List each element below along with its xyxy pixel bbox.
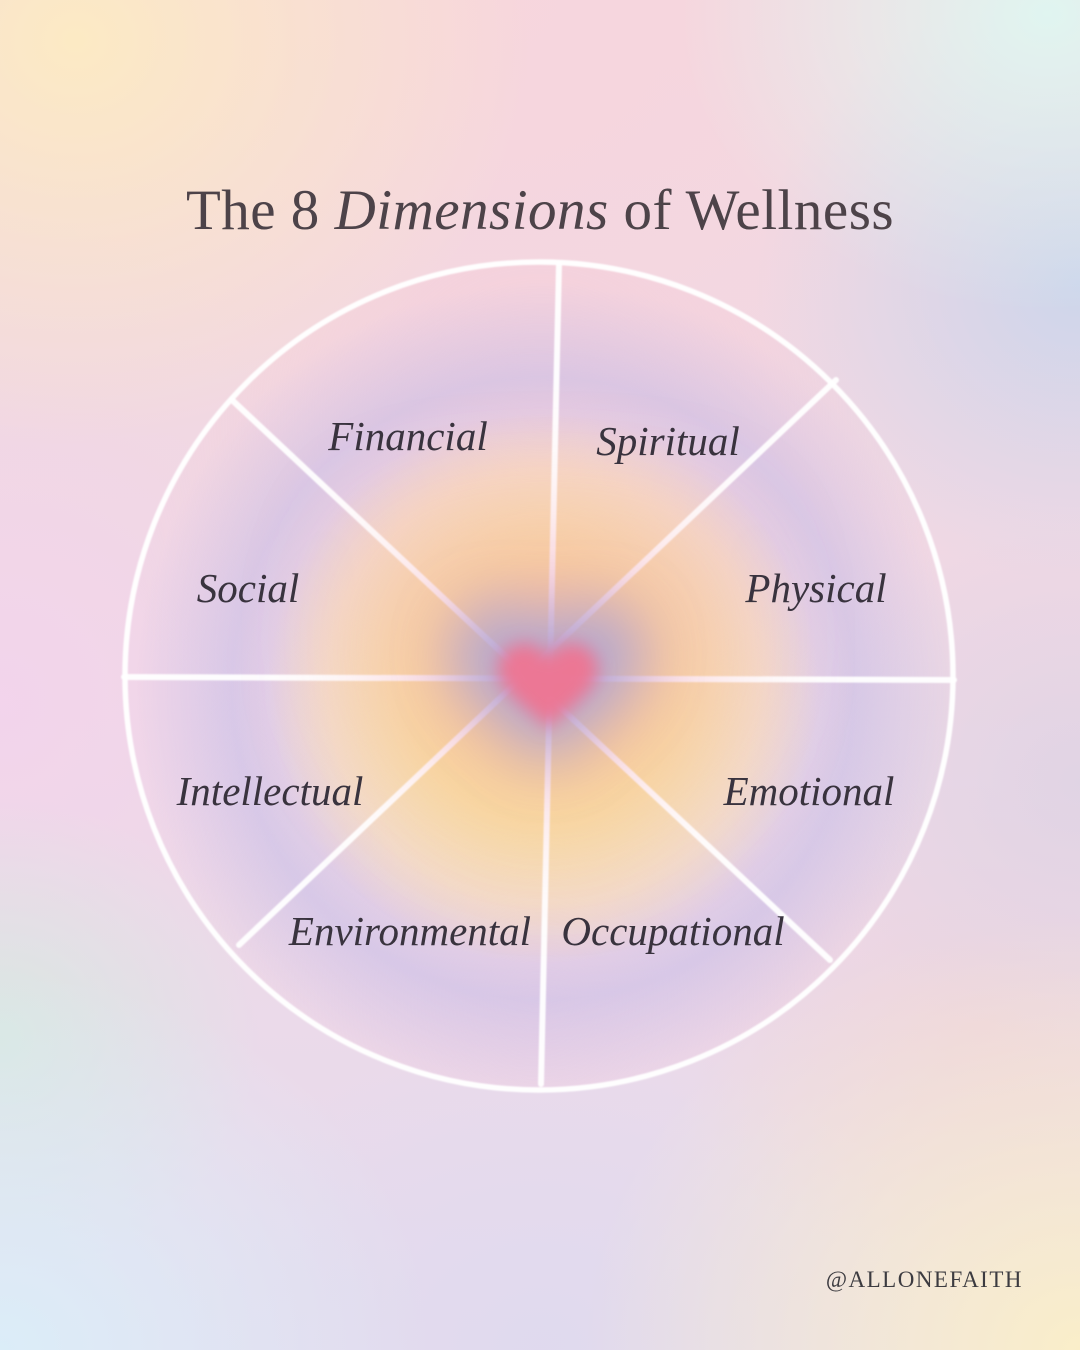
segment-label-social: Social	[196, 565, 300, 611]
watermark-handle: @ALLONEFAITH	[825, 1267, 1023, 1292]
segment-label-physical: Physical	[745, 565, 887, 611]
title-suffix: of Wellness	[623, 179, 895, 242]
segment-label-occupational: Occupational	[561, 908, 785, 954]
title-emphasis: Dimensions	[334, 179, 609, 242]
title-prefix: The 8	[185, 179, 320, 242]
segment-label-financial: Financial	[328, 413, 488, 459]
heart-glow-icon	[406, 563, 690, 805]
segment-label-spiritual: Spiritual	[596, 418, 740, 464]
segment-label-emotional: Emotional	[723, 768, 895, 814]
page-title: The 8 Dimensions of Wellness	[0, 178, 1080, 243]
segment-label-intellectual: Intellectual	[176, 768, 364, 814]
segment-label-environmental: Environmental	[288, 908, 532, 954]
